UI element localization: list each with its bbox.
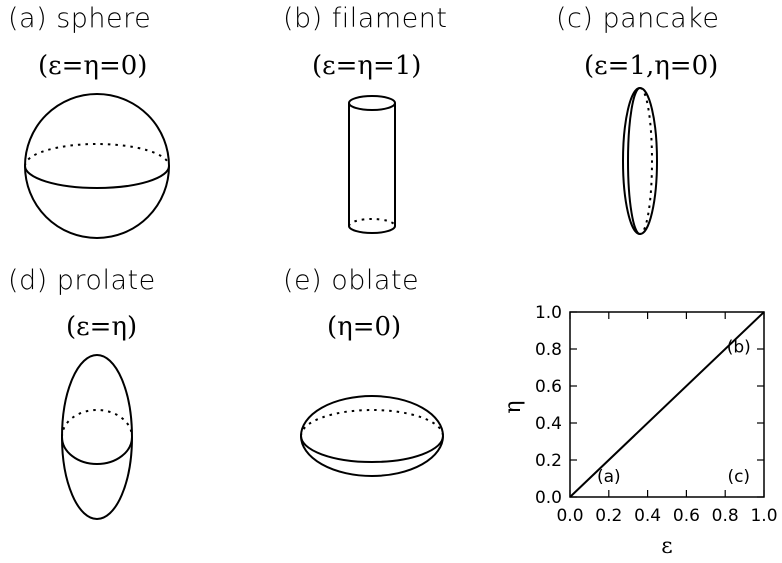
panel-e-condition: (η=0) [327, 312, 402, 342]
y-tick-label: 1.0 [535, 303, 562, 323]
x-tick-label: 0.4 [634, 506, 661, 526]
y-axis-label: η [501, 400, 526, 413]
panel-c-label: (c) pancake [556, 3, 720, 34]
panel-b-label: (b) filament [283, 3, 448, 34]
chart-annotation: (a) [597, 467, 621, 487]
panel-d-condition: (ε=η) [66, 312, 138, 342]
y-tick-label: 0.4 [535, 414, 562, 434]
y-tick-label: 0.2 [535, 451, 562, 471]
x-axis-label: ε [661, 534, 672, 559]
chart-annotation: (b) [727, 338, 751, 358]
x-tick-label: 0.6 [673, 506, 700, 526]
pancake-diagram [622, 87, 658, 235]
chart-annotation: (c) [727, 467, 750, 487]
panel-c-condition: (ε=1,η=0) [584, 51, 719, 81]
series-layer [569, 311, 765, 498]
panel-b-condition: (ε=η=1) [312, 51, 422, 81]
y-tick-label: 0.0 [535, 488, 562, 508]
annotation-layer: (a) (b) (c) [597, 338, 751, 488]
filament-diagram [348, 95, 396, 234]
sphere-diagram [24, 93, 170, 239]
panel-e-label: (e) oblate [283, 265, 420, 296]
panel-a-condition: (ε=η=0) [38, 51, 148, 81]
prolate-diagram [61, 354, 133, 520]
epsilon-eta-chart: 0.0 0.2 0.4 0.6 0.8 1.0 0.0 0.2 0.4 0.6 0.8 1.0 (a… [501, 303, 778, 559]
oblate-diagram [300, 395, 444, 477]
x-tick-label: 1.0 [750, 506, 777, 526]
plot-frame [569, 311, 765, 498]
y-tick-label: 0.8 [535, 340, 562, 360]
x-tick-label: 0.2 [595, 506, 622, 526]
x-tick-label: 0.0 [556, 506, 583, 526]
series-line [569, 311, 765, 498]
x-ticks: 0.0 0.2 0.4 0.6 0.8 1.0 [556, 312, 778, 526]
y-ticks: 0.0 0.2 0.4 0.6 0.8 1.0 [535, 303, 764, 508]
y-tick-label: 0.6 [535, 377, 562, 397]
panel-d-label: (d) prolate [8, 265, 156, 296]
panel-a-label: (a) sphere [8, 3, 152, 34]
x-tick-label: 0.8 [712, 506, 739, 526]
